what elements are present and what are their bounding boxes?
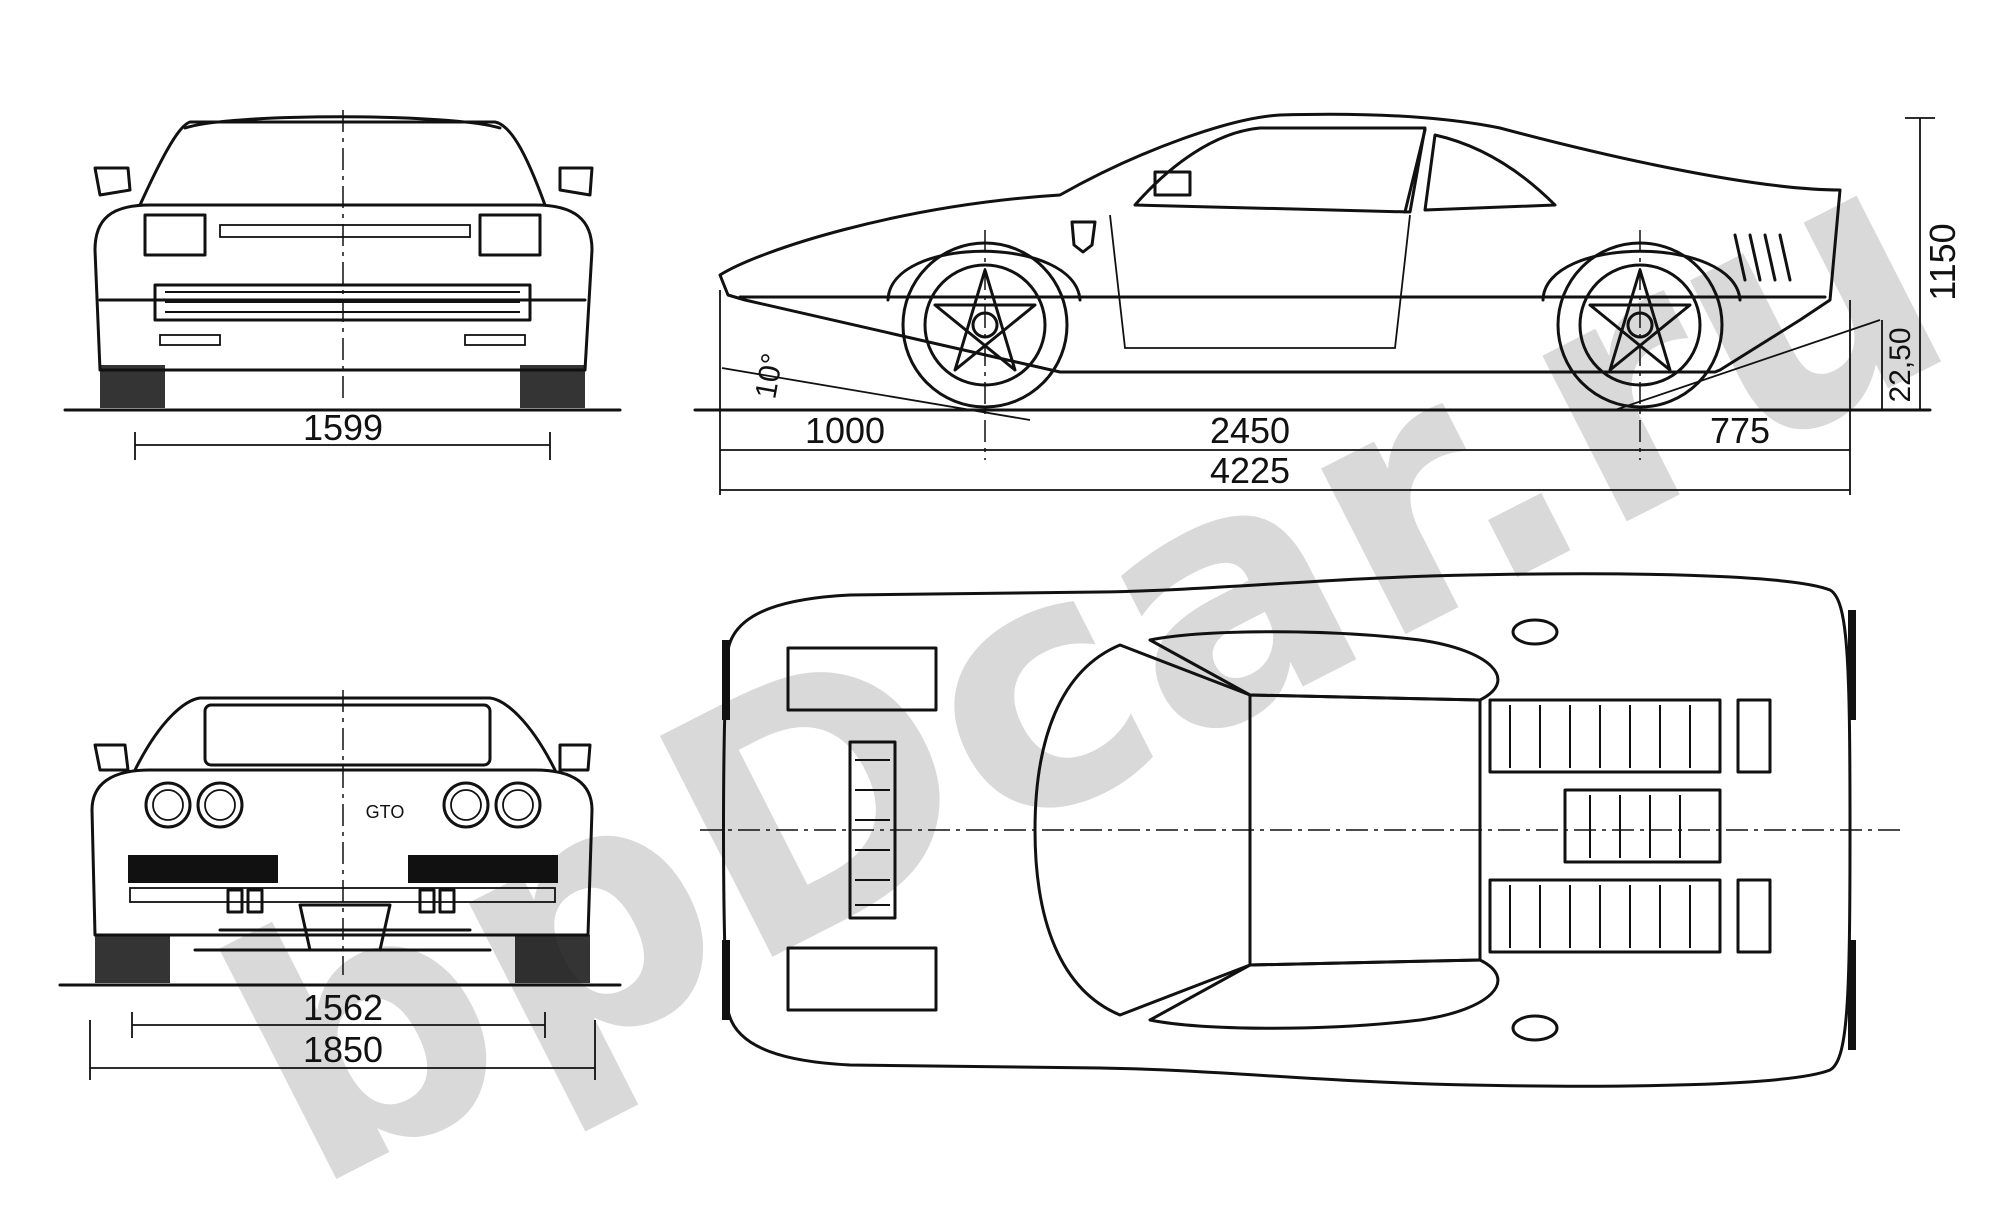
top-left-side-window <box>1148 630 1500 702</box>
top-hood-vent <box>848 740 897 920</box>
top-engine-louvre-side-1 <box>1736 698 1772 774</box>
rear-lower-grille <box>129 887 556 903</box>
rear-suspension <box>193 903 492 952</box>
rear-exhausts <box>226 888 456 914</box>
top-engine-louvre-2 <box>1563 788 1722 864</box>
top-hood-vent-slats <box>855 759 890 906</box>
front-view: 1599 <box>63 110 622 460</box>
rear-left-tyre <box>95 935 170 983</box>
front-left-lamp <box>143 213 207 257</box>
side-view: 10° 1150 22,50 1000 2450 775 4225 <box>693 112 1963 495</box>
top-rear-right-tyre-edge <box>1848 940 1856 1050</box>
rear-view: GTO 1562 1850 <box>58 690 622 1080</box>
side-window <box>1133 126 1427 214</box>
rear-body <box>90 768 594 937</box>
rear-right-bumper-band <box>408 855 558 883</box>
departure-angle-line <box>1614 319 1881 411</box>
side-vents <box>1733 233 1792 282</box>
front-grille-slats <box>165 291 520 313</box>
side-door <box>1109 214 1411 349</box>
front-left-light <box>159 334 221 346</box>
top-view <box>700 572 1900 1088</box>
rear-roof <box>133 696 557 772</box>
front-body <box>93 203 594 372</box>
wheelbase-label: 2450 <box>1210 410 1290 451</box>
front-grille <box>153 283 532 322</box>
rear-track-label: 1562 <box>303 987 383 1028</box>
front-left-tyre <box>100 365 165 408</box>
rear-overhang-label: 775 <box>1710 410 1770 451</box>
side-prancing-horse-badge <box>1070 220 1097 254</box>
rear-window <box>203 703 492 767</box>
top-engine-louvre-1 <box>1488 698 1722 774</box>
height-label: 1150 <box>1922 223 1963 300</box>
front-right-light <box>464 334 526 346</box>
rear-left-mirror <box>93 743 130 772</box>
top-windshield <box>1033 643 1252 1017</box>
rear-right-lights <box>442 781 542 829</box>
top-right-fuel-cap <box>1511 1014 1559 1042</box>
overall-width-label: 1850 <box>303 1029 383 1070</box>
front-roof <box>183 115 502 130</box>
top-front-left-tyre-edge <box>722 640 730 720</box>
rear-model-badge: GTO <box>366 802 405 822</box>
front-windshield <box>138 120 547 207</box>
top-front-left-vent <box>786 646 938 712</box>
rear-left-lights <box>144 781 244 829</box>
front-right-tyre <box>520 365 585 408</box>
rear-left-bumper-band <box>128 855 278 883</box>
top-engine-louvre-side-2 <box>1736 878 1772 954</box>
front-overhang-label: 1000 <box>805 410 885 451</box>
top-front-right-tyre-edge <box>722 940 730 1020</box>
approach-angle-line <box>721 367 1031 421</box>
top-left-fuel-cap <box>1511 618 1559 646</box>
front-right-mirror <box>558 166 594 197</box>
side-b-pillar <box>1403 128 1427 214</box>
top-engine-louvre-3 <box>1488 878 1722 954</box>
overall-length-label: 4225 <box>1210 450 1290 491</box>
approach-angle-label: 10° <box>749 351 789 401</box>
departure-angle-label: 22,50 <box>1884 327 1917 402</box>
front-track-label: 1599 <box>303 407 383 448</box>
front-hood-vent <box>219 224 471 238</box>
rear-right-tyre <box>515 935 590 983</box>
front-right-lamp <box>478 213 542 257</box>
top-front-right-vent <box>786 946 938 1012</box>
top-rear-left-tyre-edge <box>1848 610 1856 720</box>
top-engine-louvre-slats <box>1509 705 1691 948</box>
front-left-mirror <box>93 166 132 197</box>
rear-right-mirror <box>558 743 592 772</box>
side-front-arch <box>886 249 1082 302</box>
side-body-outline <box>718 112 1842 374</box>
side-rear-quarter-window <box>1423 133 1557 212</box>
side-mirror <box>1153 170 1192 197</box>
top-right-side-window <box>1148 958 1500 1030</box>
top-body-outline <box>722 572 1852 1088</box>
